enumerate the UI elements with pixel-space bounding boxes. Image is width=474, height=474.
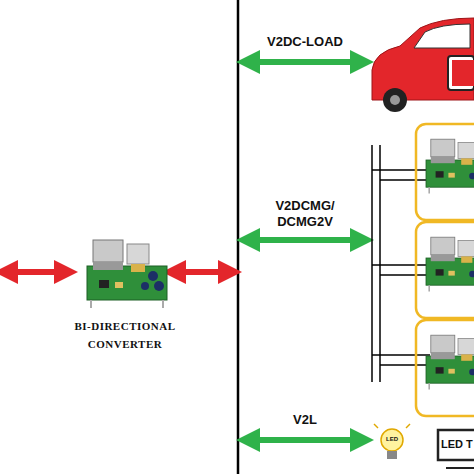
diagram-label: V2DCMG/ DCMG2V	[262, 198, 348, 229]
converter-board	[82, 236, 172, 312]
diagram-label: LED T	[441, 438, 474, 451]
diagram-label: V2DC-LOAD	[250, 34, 360, 50]
node-caption: BI-DIRECTIONAL CONVERTER	[70, 318, 180, 353]
diagram-label: LED	[382, 436, 402, 443]
diagram-label: V2L	[250, 412, 360, 428]
converter-node: BI-DIRECTIONAL CONVERTER	[70, 236, 180, 356]
